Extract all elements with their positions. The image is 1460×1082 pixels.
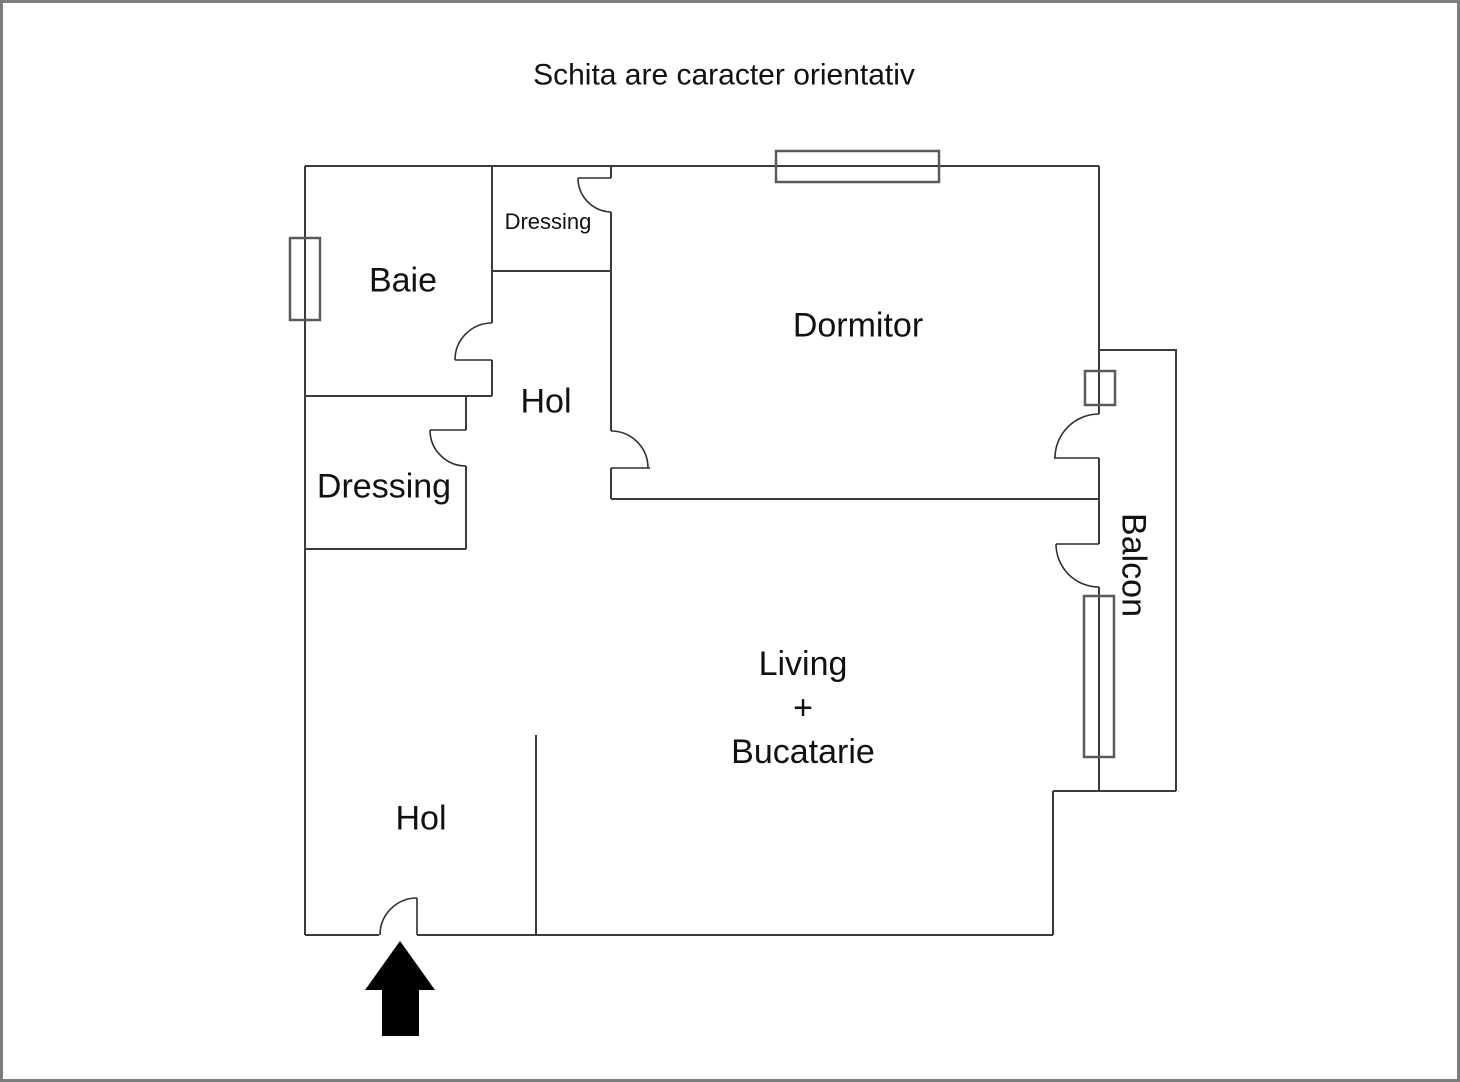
door-balcon-dormitor (1054, 413, 1100, 459)
plan-title: Schita are caracter orientativ (533, 58, 915, 92)
door-dressing-top (577, 177, 612, 213)
room-label-baie: Baie (368, 261, 438, 300)
wall-baie (305, 166, 493, 397)
wall-dressing-left (305, 397, 467, 550)
window-dormitor (774, 149, 941, 184)
door-dormitor (610, 430, 650, 469)
room-label-dressing-top: Dressing (504, 208, 592, 234)
room-label-dressing-left: Dressing (316, 467, 452, 506)
living-label-line2: + (793, 689, 813, 727)
door-dressing-left (429, 429, 467, 467)
door-baie (454, 322, 493, 361)
door-entrance (379, 897, 418, 936)
wall-balcon (1053, 349, 1177, 792)
walls (304, 165, 1177, 936)
wall-dressing-top (492, 166, 612, 272)
door-balcon-living (1055, 543, 1100, 588)
windows (288, 149, 1117, 759)
window-balcon-small (1083, 369, 1117, 407)
room-label-balcon: Balcon (1114, 513, 1153, 617)
floorplan-drawing (288, 149, 1177, 1036)
wall-dormitor (610, 212, 1099, 500)
living-label-line1: Living (758, 645, 848, 683)
living-label-line3: Bucatarie (731, 733, 875, 771)
room-label-dormitor: Dormitor (792, 306, 924, 345)
room-label-hol-lower: Hol (395, 799, 447, 838)
window-balcon-large (1082, 594, 1116, 759)
window-baie (288, 236, 322, 322)
entrance-arrow-icon (365, 941, 435, 1036)
room-label-hol-upper: Hol (520, 382, 572, 421)
room-label-living-bucatarie: Living + Bucatarie (731, 642, 875, 774)
doors (379, 177, 1100, 936)
